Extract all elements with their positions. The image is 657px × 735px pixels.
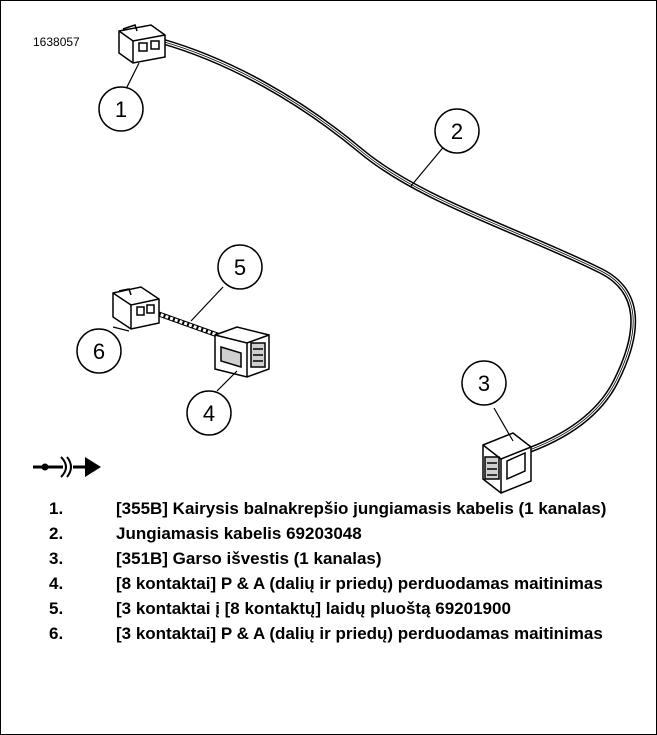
legend-number: 6. — [49, 624, 64, 643]
main-cable — [160, 38, 637, 456]
legend-number: 2. — [49, 524, 64, 543]
callout-2: 2 — [434, 108, 480, 154]
callout-6: 6 — [76, 328, 122, 374]
figure-id: 1638057 — [33, 35, 80, 49]
callout-5-label: 5 — [234, 255, 246, 280]
jumper-cable — [155, 310, 224, 340]
callout-3-label: 3 — [478, 371, 490, 396]
connector-arrow-icon — [33, 456, 101, 478]
connector-1-drawing — [118, 24, 166, 64]
callout-4-label: 4 — [203, 401, 215, 426]
legend-item: 3. [351B] Garso išvestis (1 kanalas) — [49, 549, 649, 569]
connector-3-drawing — [482, 432, 532, 494]
callout-1-label: 1 — [115, 97, 127, 122]
legend-item: 5. [3 kontaktai į [8 kontaktų] laidų plu… — [49, 599, 649, 619]
legend-text: [8 kontaktai] P & A (dalių ir priedų) pe… — [116, 574, 603, 593]
harness-diagram: 1 2 3 4 5 6 — [33, 24, 637, 494]
callout-2-label: 2 — [451, 119, 463, 144]
legend-text: [3 kontaktai] P & A (dalių ir priedų) pe… — [116, 624, 603, 643]
legend-item: 4. [8 kontaktai] P & A (dalių ir priedų)… — [49, 574, 649, 594]
legend-text: [3 kontaktai į [8 kontaktų] laidų pluošt… — [116, 599, 511, 618]
callout-3: 3 — [461, 360, 507, 406]
legend-number: 4. — [49, 574, 64, 593]
legend-text: [351B] Garso išvestis (1 kanalas) — [116, 549, 382, 568]
legend-item: 2. Jungiamasis kabelis 69203048 — [49, 524, 649, 544]
callout-4: 4 — [186, 390, 232, 436]
callout-1: 1 — [98, 86, 144, 132]
legend-item: 1. [355B] Kairysis balnakrepšio jungiama… — [49, 499, 649, 519]
legend-number: 5. — [49, 599, 64, 618]
legend-number: 3. — [49, 549, 64, 568]
legend-text: [355B] Kairysis balnakrepšio jungiamasis… — [116, 499, 607, 518]
leader-lines — [112, 62, 514, 442]
callout-6-label: 6 — [93, 339, 105, 364]
legend-number: 1. — [49, 499, 64, 518]
callout-5: 5 — [217, 244, 263, 290]
connector-6-drawing — [112, 286, 160, 330]
connector-4-drawing — [214, 326, 270, 378]
legend: 1. [355B] Kairysis balnakrepšio jungiama… — [49, 499, 649, 649]
legend-text: Jungiamasis kabelis 69203048 — [116, 524, 362, 543]
legend-item: 6. [3 kontaktai] P & A (dalių ir priedų)… — [49, 624, 649, 644]
